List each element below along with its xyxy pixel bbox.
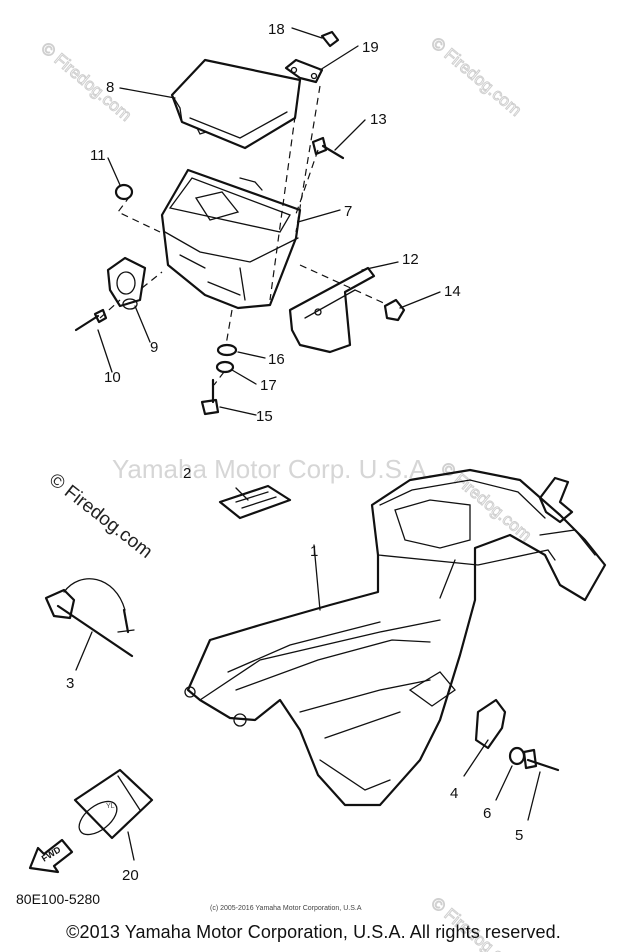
callout-13: 13 — [370, 111, 387, 128]
callout-5: 5 — [515, 827, 523, 844]
part-4-block — [474, 698, 507, 750]
assembly-lines — [99, 79, 389, 386]
watermark-top-left: © Firedog.com — [37, 39, 135, 125]
part-11-grommet — [114, 183, 134, 201]
part-5-bolt — [522, 748, 560, 772]
callout-19: 19 — [362, 39, 379, 56]
callout-9: 9 — [150, 339, 158, 356]
part-17-washer — [215, 360, 235, 374]
callout-2: 2 — [183, 465, 191, 482]
callout-20: 20 — [122, 867, 139, 884]
part-2-label — [218, 484, 292, 520]
callout-7: 7 — [344, 203, 352, 220]
part-16-washer — [216, 343, 238, 357]
watermark-mid-right: © Firedog.com — [437, 459, 535, 545]
watermark-top-right: © Firedog.com — [427, 34, 525, 120]
part-6-washer — [508, 746, 526, 766]
callout-11: 11 — [90, 147, 106, 164]
callout-10: 10 — [104, 369, 121, 386]
part-18-nut — [320, 30, 340, 48]
callout-18: 18 — [268, 21, 285, 38]
sleeve-label: YL — [106, 803, 115, 810]
callout-labels: 1 2 3 4 5 6 7 8 9 10 11 12 13 14 15 16 1… — [66, 21, 523, 884]
watermark-center: Yamaha Motor Corp. U.S.A. — [112, 454, 434, 484]
part-13-bolt — [311, 136, 345, 160]
part-14-nut — [383, 298, 406, 322]
part-15-bolt — [200, 378, 220, 416]
fwd-arrow: FWD — [28, 838, 74, 874]
callout-16: 16 — [268, 351, 285, 368]
callout-6: 6 — [483, 805, 491, 822]
part-10-screw — [74, 308, 108, 332]
fine-print: (c) 2005-2016 Yamaha Motor Corporation, … — [210, 905, 362, 912]
callout-4: 4 — [450, 785, 458, 802]
callout-17: 17 — [260, 377, 277, 394]
callout-12: 12 — [402, 251, 419, 268]
part-8-cover — [170, 58, 302, 150]
part-3-strap — [44, 578, 135, 658]
part-1-frame — [184, 468, 607, 807]
part-20-sleeve: YL — [73, 768, 154, 840]
callout-14: 14 — [444, 283, 461, 300]
callout-15: 15 — [256, 408, 273, 425]
part-7-battery-box — [160, 168, 302, 310]
part-12-strap — [288, 266, 376, 354]
wing-nut — [538, 476, 574, 524]
diagram-code: 80E100-5280 — [16, 891, 100, 907]
part-9-gasket — [106, 256, 147, 310]
callout-3: 3 — [66, 675, 74, 692]
part-19-bracket — [284, 58, 324, 84]
leader-lines-lower — [75, 487, 541, 861]
callout-8: 8 — [106, 79, 114, 96]
copyright-footer: ©2013 Yamaha Motor Corporation, U.S.A. A… — [66, 922, 561, 942]
leader-lines-upper — [97, 27, 441, 416]
callout-1: 1 — [310, 543, 318, 560]
